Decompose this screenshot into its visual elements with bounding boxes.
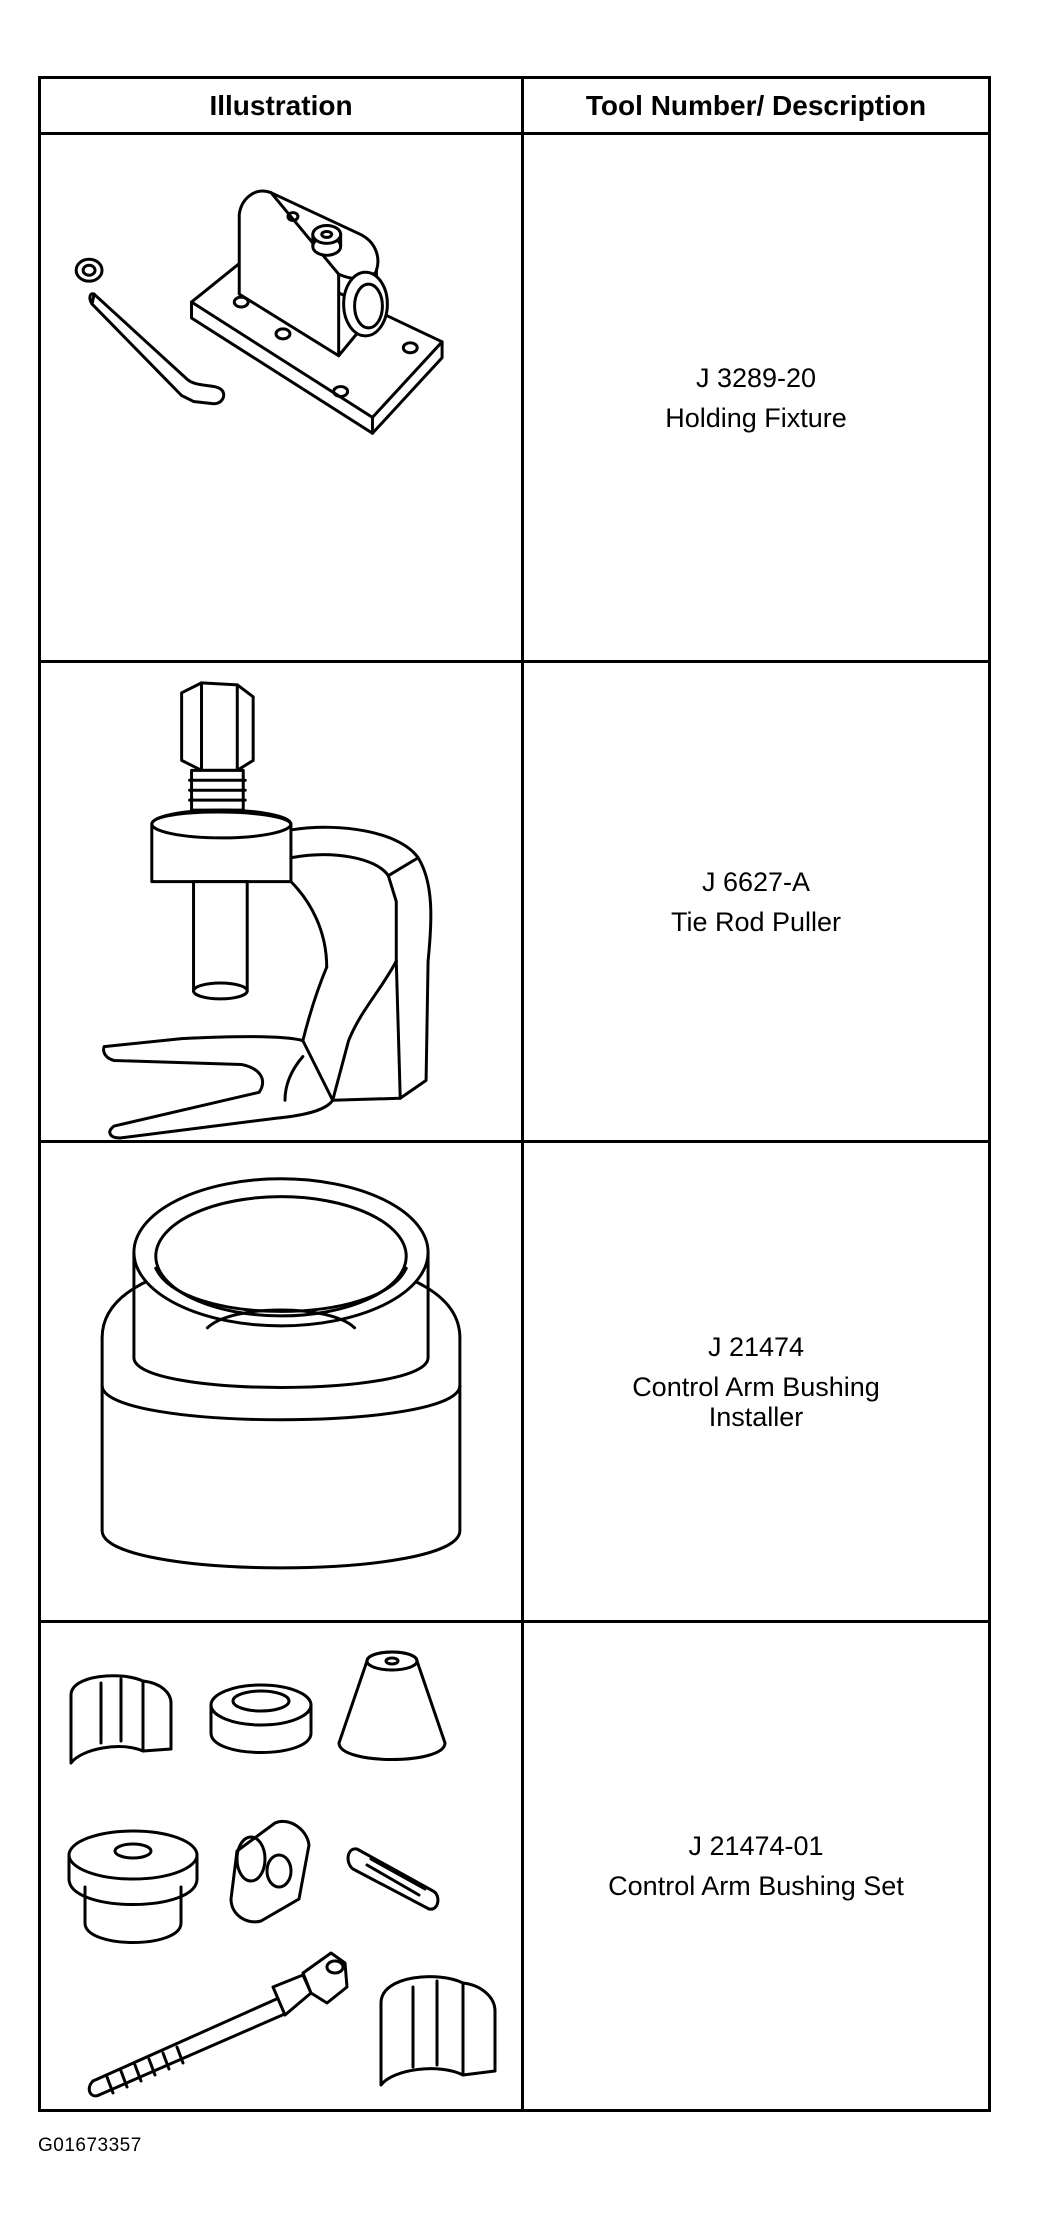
tool-number: J 6627-A <box>701 866 811 897</box>
bushing-set-illustration <box>41 1623 521 2109</box>
header-tool-number-description: Tool Number/ Description <box>585 89 927 121</box>
bushing-installer-illustration <box>41 1143 521 1620</box>
holding-fixture-illustration <box>41 135 521 660</box>
tie-rod-puller-illustration <box>41 663 521 1140</box>
tool-description: Control Arm Bushing <box>632 1371 880 1402</box>
column-divider <box>521 79 524 2109</box>
table-row: J 21474-01 Control Arm Bushing Set <box>41 1623 988 2109</box>
table-header-row: Illustration Tool Number/ Description <box>41 79 988 135</box>
tool-number: J 21474-01 <box>688 1831 824 1861</box>
special-tools-table: Illustration Tool Number/ Description <box>38 76 991 2112</box>
table-row: J 3289-20 Holding Fixture <box>41 135 988 663</box>
bushing-installer-description: J 21474 Control Arm Bushing Installer <box>524 1143 988 1620</box>
tool-description: Holding Fixture <box>665 402 847 433</box>
tool-number: J 21474 <box>707 1331 805 1362</box>
figure-id: G01673357 <box>38 2135 142 2156</box>
tool-description: Tie Rod Puller <box>670 906 842 937</box>
tool-number: J 3289-20 <box>695 362 817 393</box>
bushing-set-description: J 21474-01 Control Arm Bushing Set <box>524 1623 988 2109</box>
holding-fixture-description: J 3289-20 Holding Fixture <box>524 135 988 660</box>
tie-rod-puller-description: J 6627-A Tie Rod Puller <box>524 663 988 1140</box>
table-row: J 6627-A Tie Rod Puller <box>41 663 988 1143</box>
table-row: J 21474 Control Arm Bushing Installer <box>41 1143 988 1623</box>
tool-description-line2: Installer <box>708 1401 804 1432</box>
header-illustration: Illustration <box>209 89 353 121</box>
tool-description: Control Arm Bushing Set <box>608 1871 904 1901</box>
